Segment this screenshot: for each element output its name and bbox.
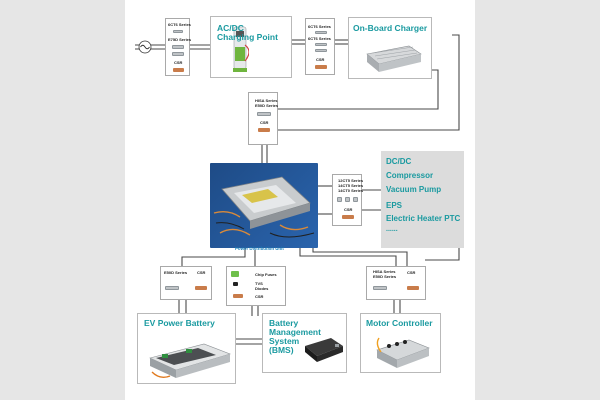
fuse-series-label: E50D Series	[164, 270, 188, 275]
fuse-series-label: 6CT6 Series	[308, 36, 331, 41]
fuse-part	[315, 43, 327, 46]
ac-source-icon	[138, 40, 152, 54]
motor-controller-image	[373, 334, 433, 370]
fuse-part	[337, 197, 342, 202]
csr-label: CSR	[260, 120, 269, 125]
bms-title-line: Battery	[269, 318, 299, 328]
csr-part	[342, 215, 354, 219]
charging-point-title-line: AC/DC	[217, 23, 244, 33]
load-item: DC/DC	[386, 157, 412, 166]
chip-fuse-part	[231, 271, 239, 277]
fuse-box-input: 6CT6 Series E75D Series CSR	[165, 18, 192, 76]
fuse-part	[353, 197, 358, 202]
charging-point-title: AC/DC Charging Point	[217, 24, 278, 42]
csr-part	[195, 286, 207, 290]
csr-label: CSR	[316, 57, 325, 62]
motor-controller-title: Motor Controller	[366, 318, 433, 328]
fuse-series-label: HISA Series	[373, 269, 396, 274]
csr-part	[258, 128, 270, 132]
load-item: EPS	[386, 201, 403, 210]
fuse-series-label: 6CT6 Series	[168, 22, 191, 27]
load-item: ......	[386, 226, 398, 233]
fuse-series-label: E50D Series	[373, 274, 397, 279]
fuse-part	[173, 30, 183, 33]
load-item: Electric Heater PTC	[386, 214, 461, 223]
loads-panel	[381, 151, 464, 248]
battery-title: EV Power Battery	[144, 318, 215, 328]
csr-part	[173, 68, 184, 72]
fuse-series-label: 6CT6 Series	[308, 24, 331, 29]
load-item: Compressor	[386, 171, 434, 180]
csr-label: CSR	[255, 294, 264, 299]
bms-title-line: System	[269, 335, 300, 346]
fuse-part	[315, 31, 327, 34]
bms-title: Battery Management System (BMS)	[269, 319, 321, 355]
csr-label: CSR	[197, 270, 206, 275]
fuse-series-label: E50D Series	[255, 103, 279, 108]
fuse-series-label: HISA Series	[255, 98, 278, 103]
onboard-charger-box: On-Board Charger	[348, 17, 432, 79]
csr-label: CSR	[344, 207, 353, 212]
fuse-part	[315, 49, 327, 52]
fuse-part	[257, 112, 271, 116]
chip-fuses-label: Chip Fuses	[255, 272, 277, 277]
csr-label: CSR	[407, 270, 416, 275]
tvs-label: TVS	[255, 281, 263, 286]
diodes-label: Diodes	[255, 286, 269, 291]
bms-title-line: (BMS)	[269, 344, 294, 355]
fuse-part	[172, 52, 184, 56]
fuse-series-label: E75D Series	[168, 37, 192, 42]
bms-box: Battery Management System (BMS)	[262, 313, 347, 373]
onboard-charger-image	[363, 42, 423, 74]
onboard-charger-title: On-Board Charger	[353, 23, 428, 33]
fuse-part	[172, 45, 184, 49]
battery-pack-image	[146, 336, 232, 382]
load-item: Vacuum Pump	[386, 185, 442, 194]
csr-part	[315, 65, 327, 69]
pdu-label: Power Distribution Unit	[235, 246, 284, 251]
csr-label: CSR	[174, 60, 183, 65]
fuse-box-battery: E50D Series CSR	[160, 266, 212, 300]
charging-point-box	[210, 16, 292, 78]
fuse-series-label: 12CT5 Series	[338, 178, 364, 183]
charging-point-title-line: Charging Point	[217, 31, 278, 42]
csr-part	[233, 294, 243, 298]
fuse-part	[373, 286, 387, 290]
fuse-box-aux: 12CT5 Series 14CT5 Series 14CT0 Series C…	[332, 174, 364, 226]
csr-part	[407, 286, 419, 290]
fuse-series-label: 14CT5 Series	[338, 183, 364, 188]
bms-module-image	[303, 334, 345, 364]
fuse-box-pdu-input: HISA Series E50D Series CSR	[248, 92, 278, 145]
charging-station-image	[231, 25, 250, 73]
fuse-box-bms: Chip Fuses TVS Diodes CSR	[226, 266, 286, 306]
motor-controller-box: Motor Controller	[360, 313, 441, 373]
battery-box: EV Power Battery	[137, 313, 236, 384]
fuse-part	[345, 197, 350, 202]
pdu-image	[210, 163, 318, 248]
fuse-series-label: 14CT0 Series	[338, 188, 364, 193]
fuse-part	[165, 286, 179, 290]
fuse-box-charger: 6CT6 Series 6CT6 Series CSR	[305, 18, 335, 75]
fuse-box-motor: HISA Series E50D Series CSR	[366, 266, 426, 300]
tvs-part	[233, 282, 238, 286]
bms-title-line: Management	[269, 326, 321, 337]
